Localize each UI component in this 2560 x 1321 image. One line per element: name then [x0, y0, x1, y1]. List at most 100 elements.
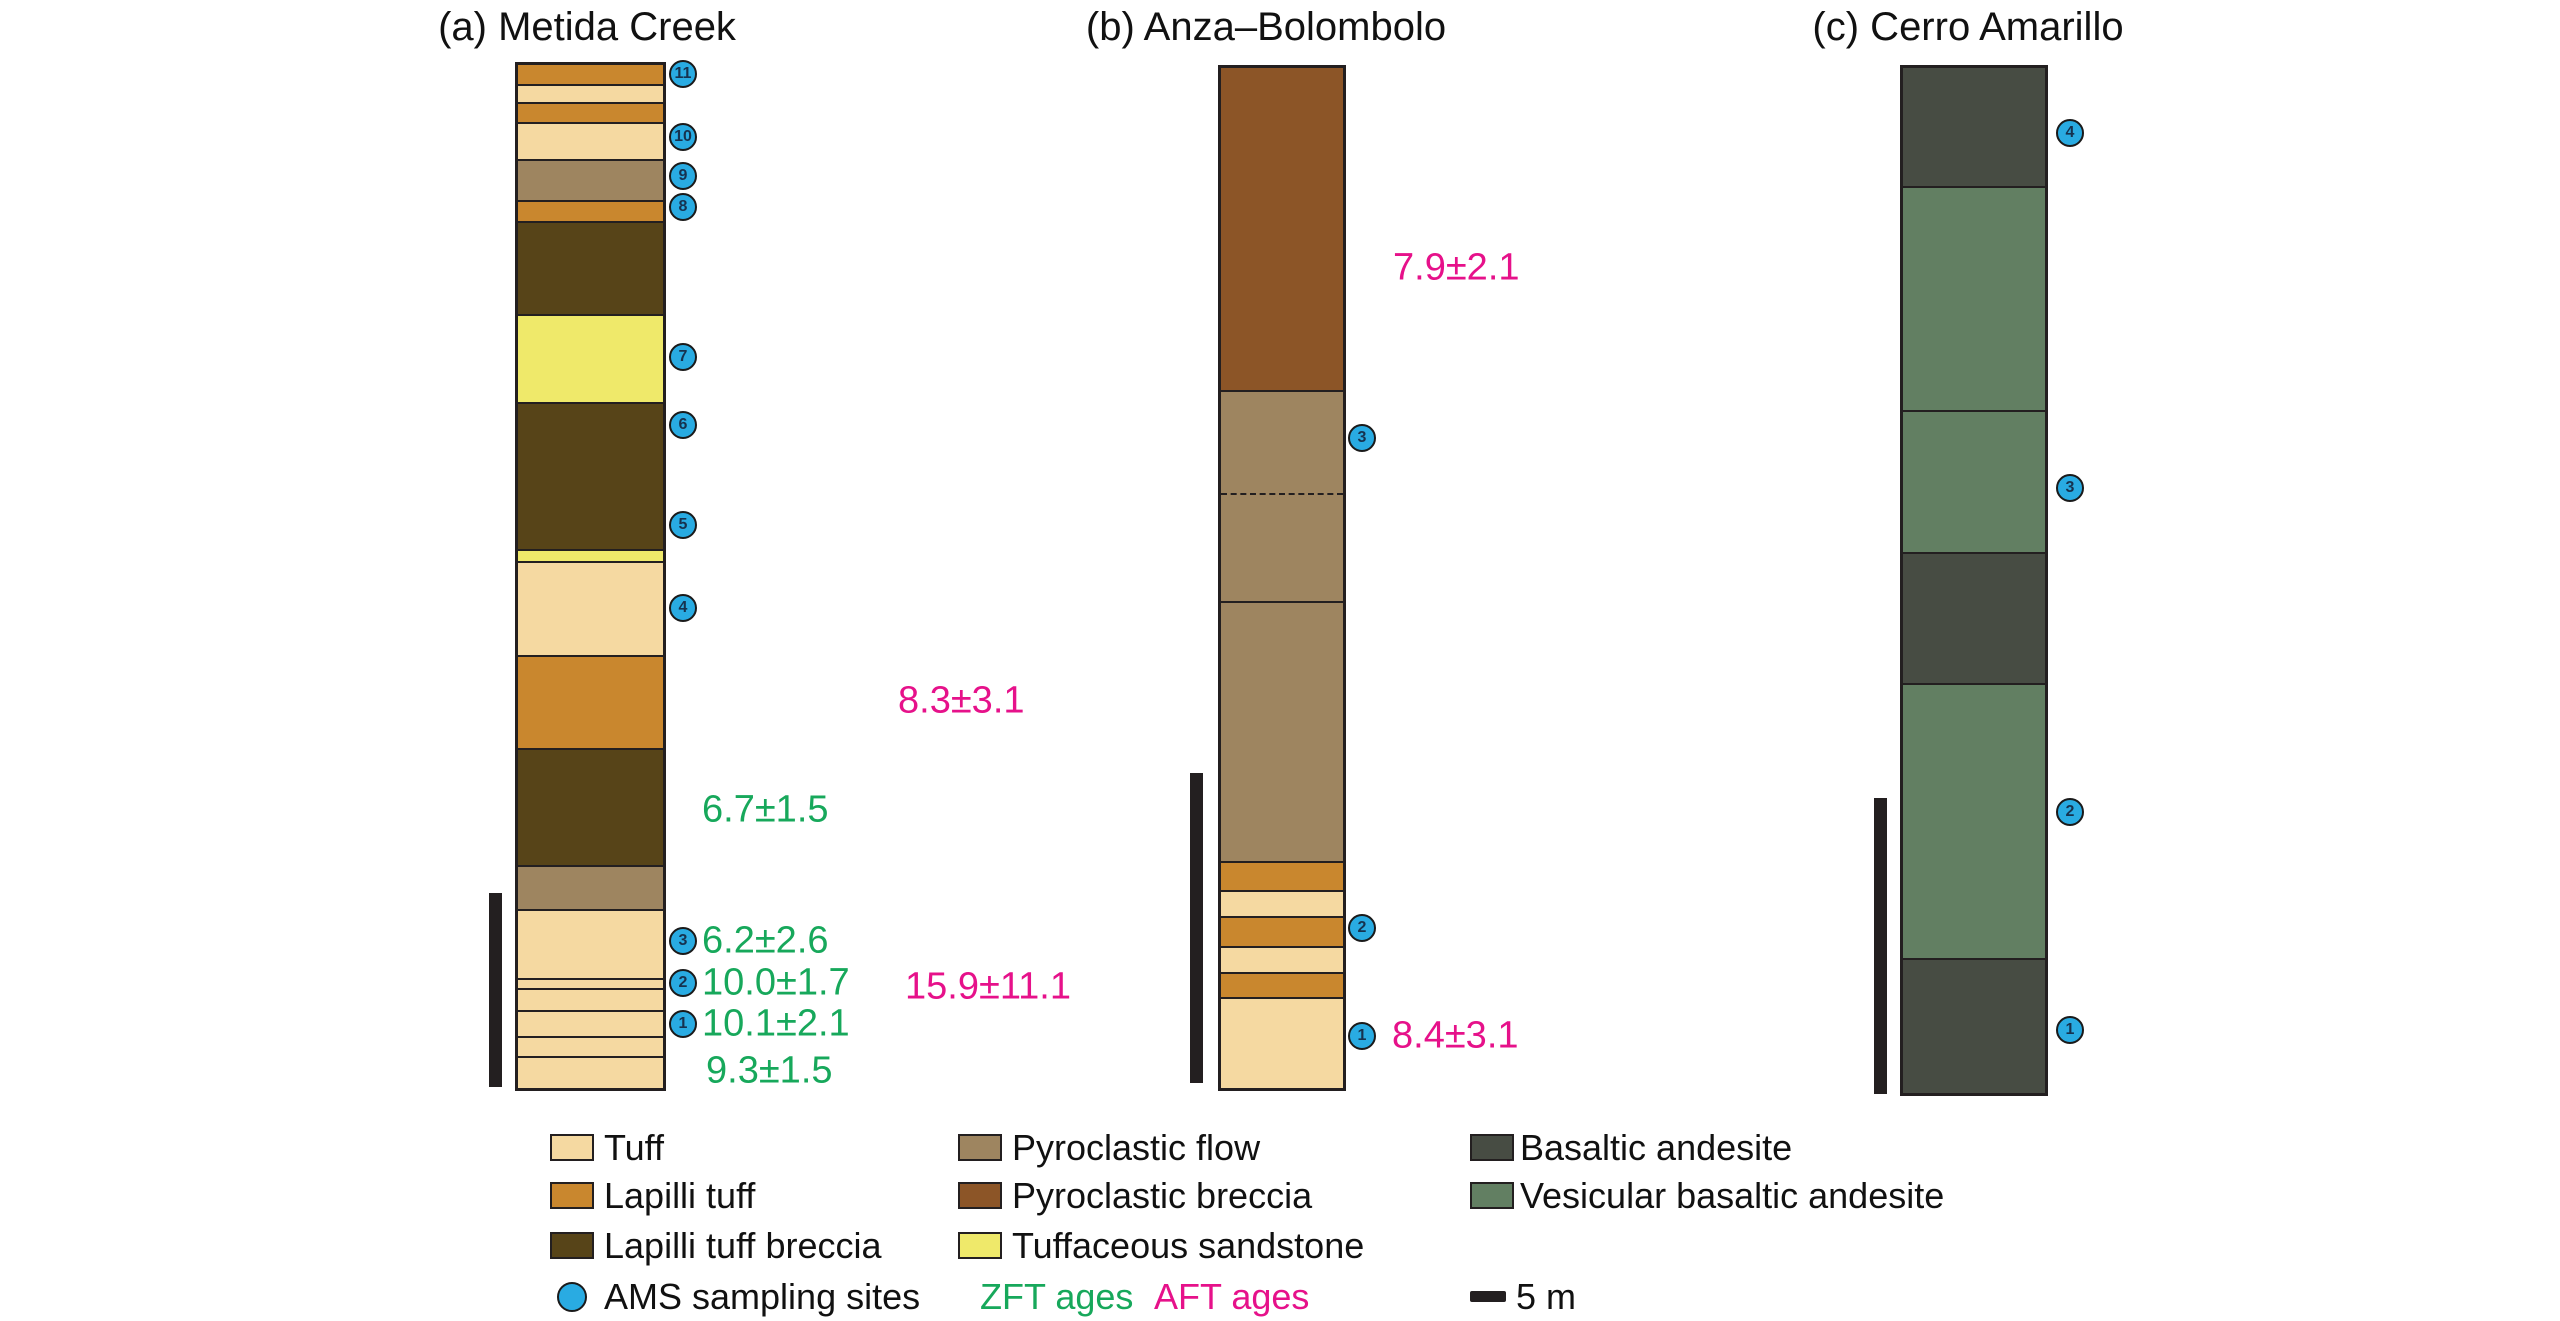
bed-lapilli_tuff	[1221, 972, 1343, 997]
bed-pyroclastic_flow	[1221, 601, 1343, 861]
ams-site-marker-a-3: 3	[669, 927, 697, 955]
ams-site-marker-a-1: 1	[669, 1010, 697, 1038]
ams-site-marker-a-2: 2	[669, 969, 697, 997]
legend-swatch-tuffaceous_sandstone	[958, 1232, 1002, 1259]
ams-site-number: 5	[678, 516, 688, 533]
bed-tuff	[518, 561, 663, 655]
ams-site-marker-a-7: 7	[669, 343, 697, 371]
legend-label-pyroclastic_breccia: Pyroclastic breccia	[1012, 1174, 1313, 1216]
ams-site-number: 3	[678, 932, 688, 949]
legend-swatch-basaltic_andesite	[1470, 1134, 1514, 1161]
bed-basaltic_andesite	[1903, 68, 2045, 186]
zft-age-label: 10.0±1.7	[702, 961, 850, 1004]
strat-column-c	[1900, 65, 2048, 1096]
ams-site-marker-a-9: 9	[669, 162, 697, 190]
bed-pyroclastic_flow	[518, 865, 663, 909]
ams-site-marker-c-1: 1	[2056, 1016, 2084, 1044]
ams-site-number: 1	[678, 1015, 688, 1032]
aft-age-label: 15.9±11.1	[905, 965, 1071, 1008]
legend-swatch-pyroclastic_breccia	[958, 1182, 1002, 1209]
aft-age-label: 8.3±3.1	[898, 679, 1025, 722]
aft-age-label: 8.4±3.1	[1392, 1014, 1519, 1057]
aft-age-label: 7.9±2.1	[1393, 246, 1520, 289]
ams-site-marker-a-11: 11	[669, 60, 697, 88]
bed-tuff	[1221, 890, 1343, 916]
scale-bar-label: 5 m	[1516, 1276, 1577, 1317]
ams-site-marker-c-2: 2	[2056, 798, 2084, 826]
legend-swatch-vesicular_basaltic_andesite	[1470, 1182, 1514, 1209]
strat-column-b	[1218, 65, 1346, 1091]
bed-tuff	[518, 84, 663, 102]
bed-lapilli_tuff_breccia	[518, 748, 663, 865]
bed-lapilli_tuff	[518, 65, 663, 84]
legend-label-lapilli_tuff: Lapilli tuff	[604, 1174, 756, 1216]
ams-site-marker-c-3: 3	[2056, 474, 2084, 502]
bed-lapilli_tuff_breccia	[518, 402, 663, 549]
legend-label-basaltic_andesite: Basaltic andesite	[1520, 1126, 1793, 1168]
zft-age-label: 10.1±2.1	[702, 1002, 850, 1045]
legend-label-vesicular_basaltic_andesite: Vesicular basaltic andesite	[1520, 1174, 1945, 1216]
ams-site-number: 6	[678, 416, 688, 433]
bed-tuffaceous_sandstone	[518, 549, 663, 561]
ams-site-marker-a-5: 5	[669, 511, 697, 539]
bed-tuff	[1221, 946, 1343, 972]
ams-site-number: 2	[2065, 803, 2075, 820]
bed-pyroclastic_flow	[1221, 493, 1343, 601]
ams-site-number: 1	[2065, 1021, 2075, 1038]
zft-age-label: 6.7±1.5	[702, 788, 829, 831]
ams-site-number: 3	[1357, 429, 1367, 446]
scale-bar-5m-c	[1874, 798, 1887, 1094]
legend-label-lapilli_tuff_breccia: Lapilli tuff breccia	[604, 1224, 882, 1266]
bed-basaltic_andesite	[1903, 552, 2045, 683]
ams-site-marker-b-3: 3	[1348, 424, 1376, 452]
ams-site-number: 8	[678, 198, 688, 215]
ams-site-number: 9	[678, 167, 688, 184]
column-b-title: (b) Anza–Bolombolo	[1085, 5, 1447, 49]
zft-age-label: 9.3±1.5	[706, 1049, 833, 1092]
bed-tuff	[518, 122, 663, 159]
bed-lapilli_tuff	[518, 200, 663, 221]
scale-bar-5m-a	[489, 893, 502, 1087]
column-c-title: (c) Cerro Amarillo	[1812, 5, 2124, 49]
legend-label-tuff: Tuff	[604, 1126, 665, 1168]
legend-swatch-lapilli_tuff_breccia	[550, 1232, 594, 1259]
zft-age-label: 6.2±2.6	[702, 919, 829, 962]
ams-site-number: 7	[678, 348, 688, 365]
bed-lapilli_tuff	[1221, 861, 1343, 890]
ams-site-marker-b-1: 1	[1348, 1022, 1376, 1050]
ams-sampling-sites-icon	[557, 1282, 587, 1312]
bed-basaltic_andesite	[1903, 958, 2045, 1093]
ams-site-number: 1	[1357, 1027, 1367, 1044]
bed-pyroclastic_flow	[518, 159, 663, 200]
bed-vesicular_basaltic_andesite	[1903, 683, 2045, 958]
legend-label-zft: ZFT ages	[980, 1276, 1134, 1317]
bed-lapilli_tuff	[518, 102, 663, 122]
ams-site-marker-a-10: 10	[669, 123, 697, 151]
ams-site-number: 2	[1357, 919, 1367, 936]
legend-label-aft: AFT ages	[1154, 1276, 1310, 1317]
ams-site-marker-c-4: 4	[2056, 119, 2084, 147]
ams-site-number: 4	[678, 599, 688, 616]
legend-label-ams: AMS sampling sites	[604, 1276, 921, 1317]
bed-tuff	[518, 1056, 663, 1088]
ams-site-marker-a-8: 8	[669, 193, 697, 221]
strat-column-a	[515, 62, 666, 1091]
bed-tuff	[518, 909, 663, 978]
ams-site-number: 2	[678, 974, 688, 991]
legend-label-tuffaceous_sandstone: Tuffaceous sandstone	[1012, 1224, 1365, 1266]
legend-swatch-lapilli_tuff	[550, 1182, 594, 1209]
bed-tuff	[1221, 997, 1343, 1088]
ams-site-marker-b-2: 2	[1348, 914, 1376, 942]
bed-vesicular_basaltic_andesite	[1903, 186, 2045, 410]
legend-swatch-pyroclastic_flow	[958, 1134, 1002, 1161]
bed-lapilli_tuff	[1221, 916, 1343, 946]
scale-bar-legend-icon	[1470, 1291, 1506, 1302]
ams-site-number: 3	[2065, 479, 2075, 496]
legend-swatch-tuff	[550, 1134, 594, 1161]
ams-site-marker-a-6: 6	[669, 411, 697, 439]
bed-lapilli_tuff_breccia	[518, 221, 663, 314]
bed-pyroclastic_flow	[1221, 390, 1343, 493]
bed-pyroclastic_breccia	[1221, 68, 1343, 390]
bed-tuff	[518, 1036, 663, 1056]
